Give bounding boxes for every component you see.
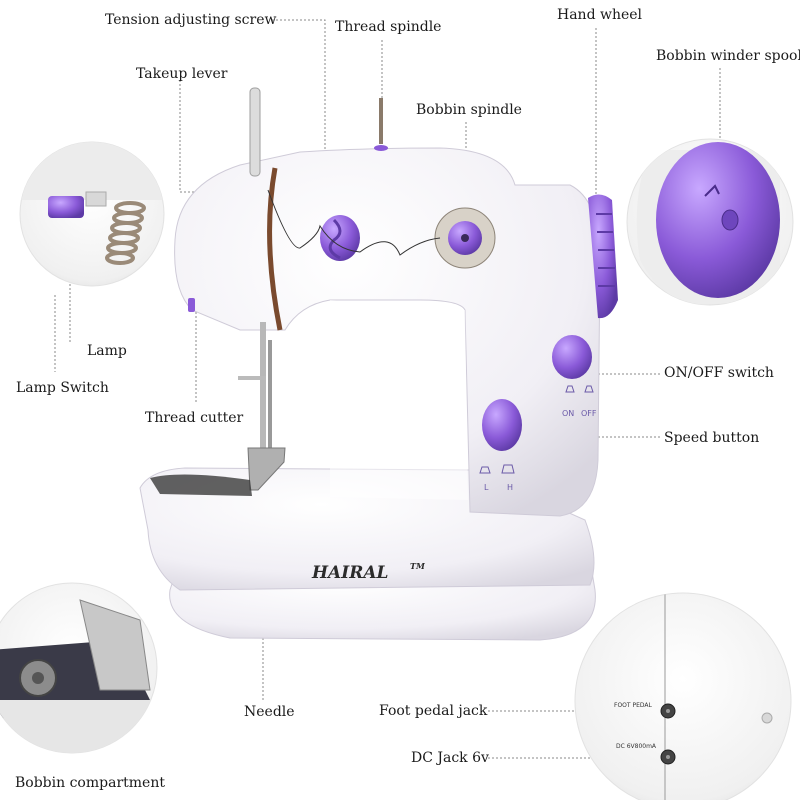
label-tension-adjusting-screw: Tension adjusting screw — [105, 12, 277, 28]
label-needle: Needle — [244, 704, 295, 720]
label-hand-wheel: Hand wheel — [557, 7, 643, 23]
hand-wheel-icon — [588, 194, 618, 319]
label-thread-spindle: Thread spindle — [335, 19, 442, 35]
sewing-machine: HAIRAL TM ON OFF L H — [139, 87, 618, 641]
foot-pedal-port-label: FOOT PEDAL — [614, 702, 652, 709]
label-lamp-switch: Lamp Switch — [16, 380, 109, 396]
label-on-off-switch: ON/OFF switch — [664, 365, 774, 381]
label-bobbin-spindle: Bobbin spindle — [416, 102, 522, 118]
label-bobbin-compartment: Bobbin compartment — [15, 775, 165, 791]
tension-knob-icon — [320, 215, 360, 261]
off-mark: OFF — [581, 409, 597, 418]
on-mark: ON — [562, 409, 574, 418]
on-off-switch-icon — [552, 335, 592, 379]
label-thread-cutter: Thread cutter — [145, 410, 244, 426]
brand-logo: HAIRAL — [311, 563, 388, 583]
bobbin-compartment-inset — [0, 582, 158, 754]
jacks-inset: FOOT PEDAL DC 6V800mA — [574, 592, 792, 800]
lamp-bulb-spring-icon — [105, 201, 146, 265]
label-bobbin-winder-spool: Bobbin winder spool — [656, 48, 800, 64]
bobbin-winder-inset — [626, 138, 794, 306]
label-foot-pedal-jack: Foot pedal jack — [379, 703, 488, 719]
label-dc-jack: DC Jack 6v — [411, 750, 489, 766]
brand-trademark: TM — [410, 561, 426, 571]
speed-button-icon — [482, 399, 522, 451]
label-speed-button: Speed button — [664, 430, 760, 446]
high-speed-mark: H — [507, 483, 513, 492]
bobbin-winder-icon — [656, 142, 780, 298]
dc-port-label: DC 6V800mA — [616, 743, 657, 750]
lamp-inset — [19, 141, 165, 287]
low-speed-mark: L — [484, 483, 489, 492]
label-takeup-lever: Takeup lever — [136, 66, 228, 82]
label-lamp: Lamp — [87, 343, 127, 359]
lamp-switch-detail-icon — [48, 196, 84, 218]
